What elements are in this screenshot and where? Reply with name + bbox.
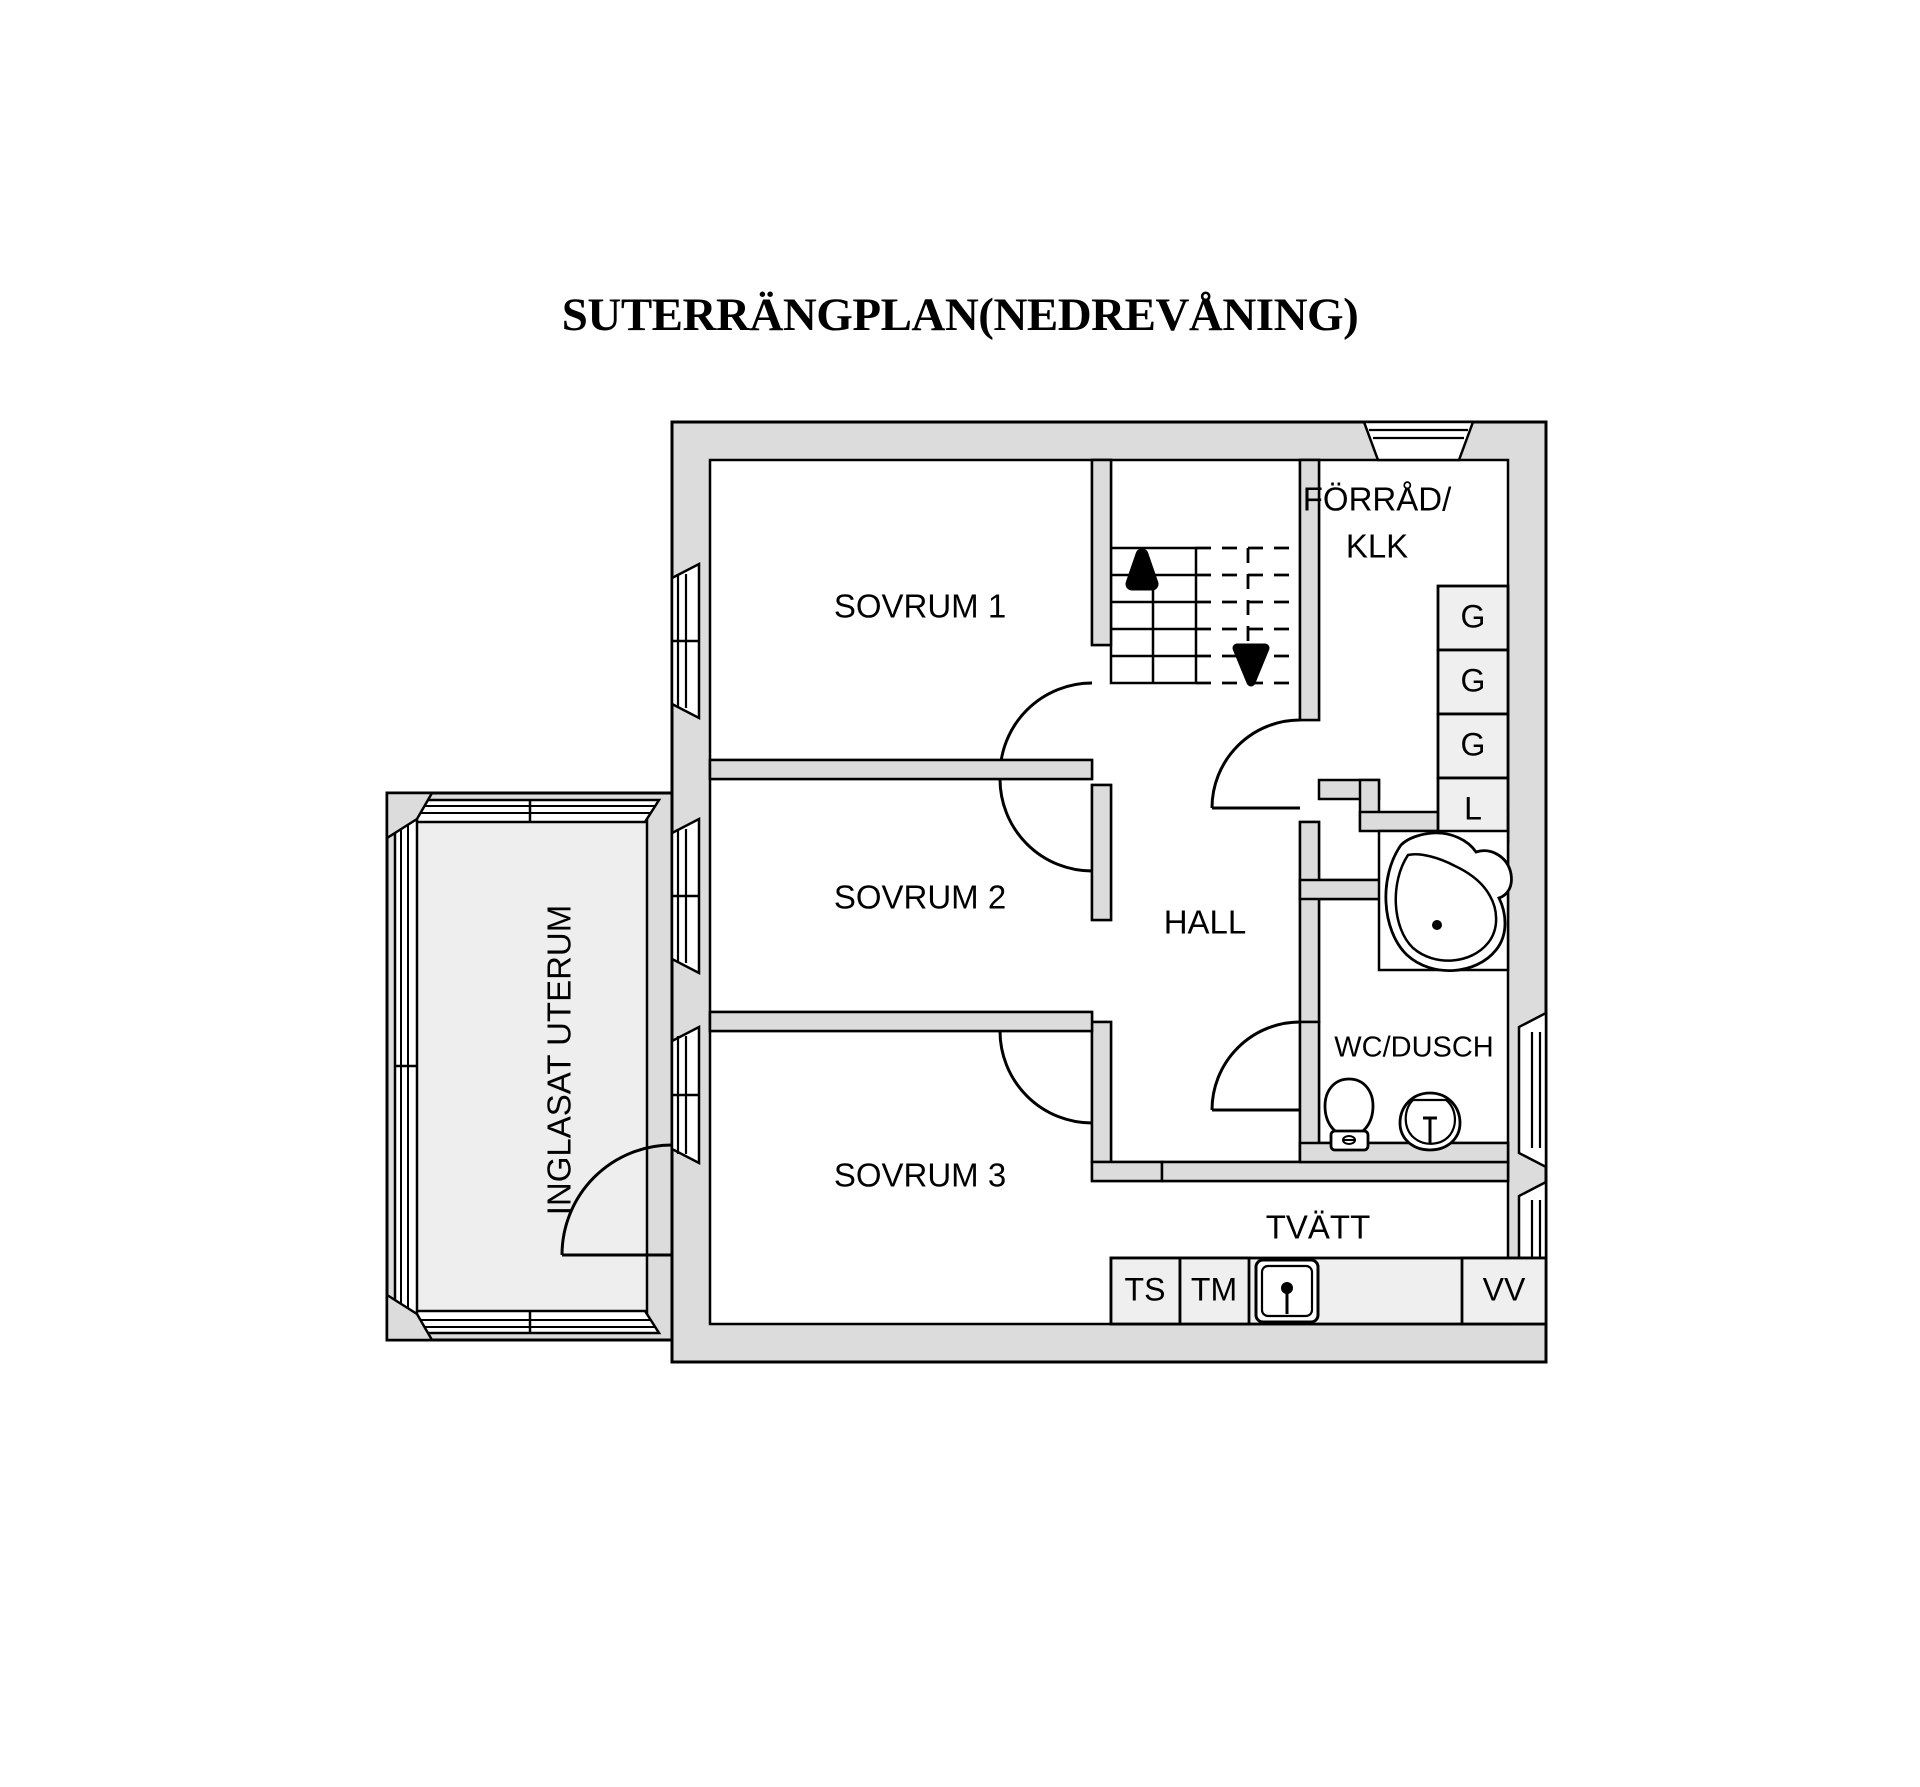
closet-box-2[interactable] [1436,648,1510,716]
conservatory-glazing-left [393,802,419,1331]
closet-label-2: G [1461,662,1486,698]
washbasin[interactable] [1398,1091,1462,1152]
door-sovrum3[interactable] [998,1030,1093,1125]
appliance-label-vv: VV [1483,1271,1526,1307]
window-sovrum2 [670,816,701,976]
conservatory-glazing-bottom [397,1309,662,1335]
room-label-tvatt: TVÄTT [1266,1209,1371,1246]
conservatory-corner-bl [385,1292,435,1342]
appliance-box-tm[interactable] [1178,1256,1251,1326]
conservatory-glazing-top [397,798,662,824]
room-label-wc-dusch: WC/DUSCH [1334,1032,1494,1064]
conservatory-corner-tl [385,791,435,841]
window-sovrum3 [670,1024,701,1166]
room-label-sovrum2: SOVRUM 2 [834,879,1006,916]
closet-box-3[interactable] [1436,712,1510,780]
door-forrad[interactable] [1210,718,1301,810]
closet-label-4: L [1464,790,1482,826]
toilet[interactable] [1323,1077,1375,1152]
room-inglasat-uterum[interactable]: INGLASAT UTERUM [385,791,674,1342]
bathtub[interactable] [1377,829,1513,973]
closet-run-forrad[interactable]: G G G L [1436,584,1510,844]
door-wc-dusch[interactable] [1210,1020,1301,1112]
room-label-forrad-line2: KLK [1346,528,1408,565]
window-wc-dusch [1517,1010,1548,1170]
stairs-up-arrow [1125,548,1159,591]
appliance-strip-tvatt[interactable]: TS TM VV [1109,1256,1548,1326]
window-forrad [1362,420,1475,462]
staircase[interactable] [1109,546,1300,687]
door-uterum[interactable] [560,1143,673,1257]
appliance-label-ts: TS [1125,1271,1166,1307]
appliance-label-tm: TM [1191,1271,1237,1307]
closet-label-3: G [1461,726,1486,762]
appliance-box-ts[interactable] [1109,1256,1182,1326]
room-label-sovrum3: SOVRUM 3 [834,1157,1006,1194]
door-sovrum2[interactable] [998,778,1093,873]
appliance-box-vv[interactable] [1460,1256,1548,1326]
window-sovrum1 [670,561,701,721]
room-label-hall: HALL [1164,904,1247,941]
page-title: SUTERRÄNGPLAN(NEDREVÅNING) [561,289,1359,341]
room-label-forrad-line1: FÖRRÅD/ [1303,481,1452,518]
closet-label-1: G [1461,598,1486,634]
interior-walls-overlay [708,458,1510,1183]
laundry-sink[interactable] [1254,1258,1320,1324]
room-label-uterum: INGLASAT UTERUM [541,905,578,1216]
conservatory-floor [410,816,649,1317]
room-label-sovrum1: SOVRUM 1 [834,588,1006,625]
stairs-down-arrow [1232,643,1270,687]
